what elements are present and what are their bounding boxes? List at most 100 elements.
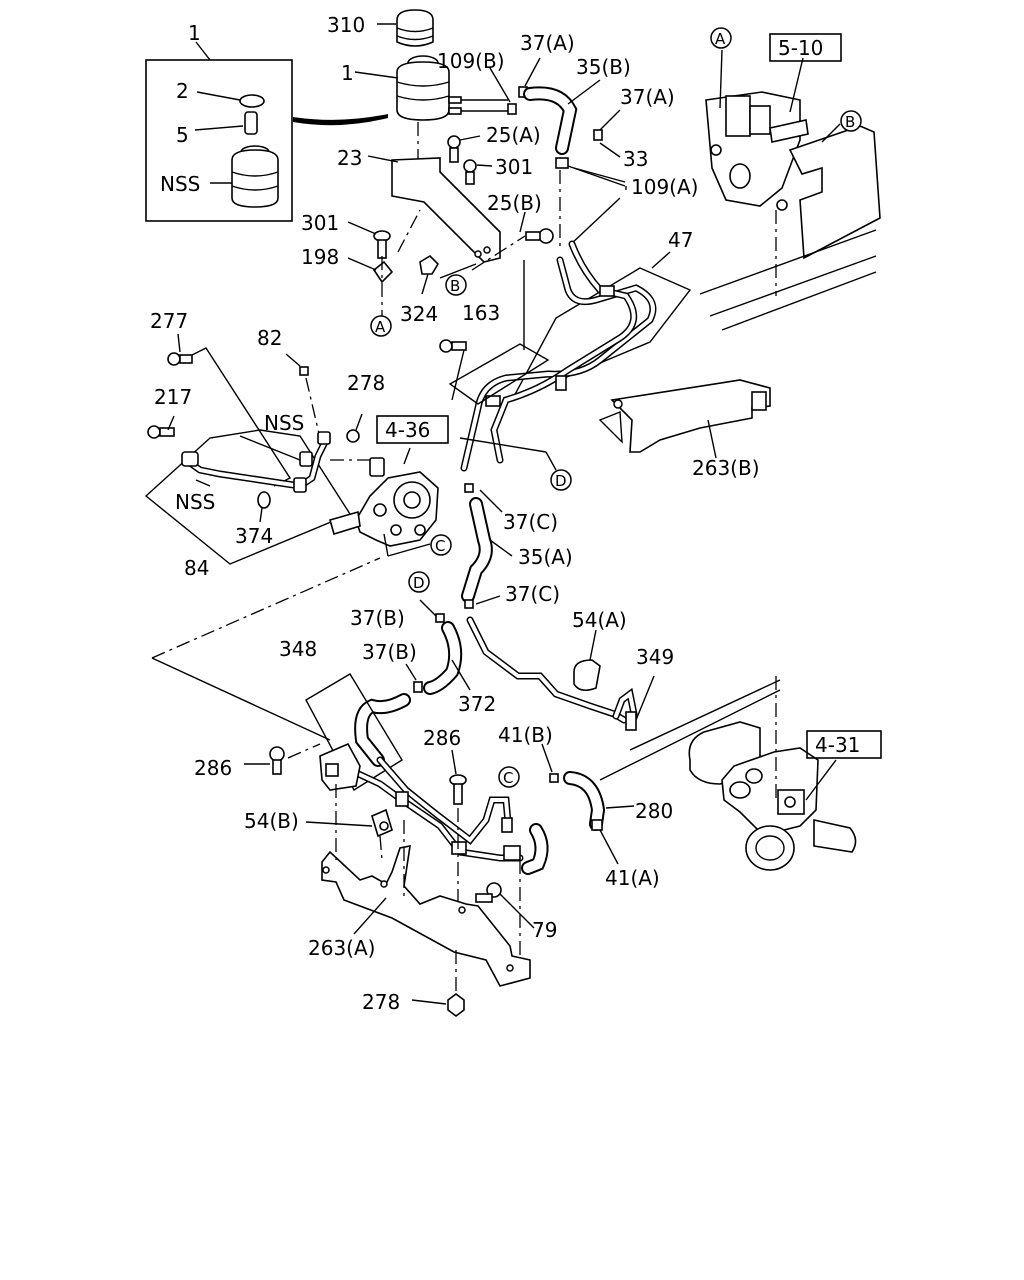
clamp-41b-drawing	[549, 773, 559, 783]
clamp-37b-a-drawing	[435, 613, 445, 623]
label-82: 82	[257, 326, 282, 350]
frame-rail-drawing	[788, 125, 881, 260]
callout-c-lower: C	[498, 766, 520, 788]
label-37a-mid: 37(A)	[620, 85, 675, 109]
callout-d-upper: D	[550, 469, 572, 491]
clamp-37c-a-drawing	[464, 483, 474, 493]
label-109b: 109(B)	[437, 49, 505, 73]
label-263a: 263(A)	[308, 936, 375, 960]
hose-280-drawing	[565, 773, 604, 829]
label-286-middle: 286	[423, 726, 461, 750]
bolt-25a-drawing	[447, 135, 461, 163]
callout-a-bottom: A	[370, 315, 392, 337]
label-41b: 41(B)	[498, 723, 553, 747]
label-374: 374	[235, 524, 273, 548]
label-25a: 25(A)	[486, 123, 541, 147]
svg-text:A: A	[375, 318, 386, 336]
callout-b-top: B	[840, 110, 862, 132]
nut-278-drawing	[447, 993, 465, 1017]
bracket-263a-drawing	[321, 844, 531, 987]
label-217: 217	[154, 385, 192, 409]
label-310: 310	[327, 13, 365, 37]
return-pipe-drawing	[462, 258, 655, 470]
clip-198-drawing	[372, 260, 394, 284]
bolt-163-drawing	[439, 339, 467, 353]
reservoir-nss-drawing	[231, 145, 279, 208]
pressure-pipe-lower-drawing	[348, 768, 522, 860]
ref-4-36: 4-36	[385, 418, 430, 442]
reservoir-inset-frame	[145, 59, 293, 222]
callout-c-pump: C	[430, 534, 452, 556]
label-nss-reservoir: NSS	[160, 172, 200, 196]
label-37b-lower: 37(B)	[362, 640, 417, 664]
label-301-upper: 301	[495, 155, 533, 179]
nut-324-drawing	[419, 254, 440, 275]
inset-pointer-arrow	[293, 114, 388, 126]
svg-text:B: B	[845, 113, 855, 131]
label-35b: 35(B)	[576, 55, 631, 79]
pressure-pipe-drawing	[491, 242, 636, 462]
nut-82-drawing	[299, 366, 309, 376]
reservoir-cap-drawing	[239, 94, 265, 108]
hose-372-drawing	[425, 623, 461, 693]
bracket-263b-drawing	[610, 379, 771, 453]
svg-text:C: C	[435, 537, 445, 555]
reservoir-bracket-drawing	[391, 157, 501, 263]
steering-gear-drawing	[688, 721, 857, 871]
label-37c-lower: 37(C)	[505, 582, 560, 606]
bolt-25b-drawing	[525, 228, 554, 244]
o-ring-374-drawing	[257, 491, 271, 509]
ref-box-5-10	[769, 33, 842, 62]
label-37b-upper: 37(B)	[350, 606, 405, 630]
bolt-286-left-drawing	[269, 746, 285, 775]
ref-box-4-36	[376, 415, 449, 444]
strainer-drawing	[244, 111, 258, 135]
label-23: 23	[337, 146, 362, 170]
label-33: 33	[623, 147, 648, 171]
label-163: 163	[462, 301, 500, 325]
label-280: 280	[635, 799, 673, 823]
label-37c-upper: 37(C)	[503, 510, 558, 534]
clamp-37a-mid-drawing	[593, 129, 603, 141]
clamp-37b-b-drawing	[413, 681, 423, 693]
label-47: 47	[668, 228, 693, 252]
label-109a: 109(A)	[631, 175, 698, 199]
label-1-reservoir: 1	[341, 61, 354, 85]
label-278-upper: 278	[347, 371, 385, 395]
label-5: 5	[176, 123, 189, 147]
hose-348-drawing	[356, 695, 409, 765]
bolt-277-drawing	[167, 352, 193, 366]
svg-text:A: A	[715, 30, 726, 48]
label-324: 324	[400, 302, 438, 326]
clip-54b-drawing	[371, 808, 393, 838]
label-286-left: 286	[194, 756, 232, 780]
reservoir-cover-drawing	[396, 9, 434, 47]
label-263b: 263(B)	[692, 456, 760, 480]
svg-text:D: D	[555, 472, 567, 490]
label-25b: 25(B)	[487, 191, 542, 215]
bolt-301-upper-drawing	[463, 159, 477, 185]
clamp-41a-drawing	[591, 819, 603, 831]
label-84: 84	[184, 556, 209, 580]
label-54a: 54(A)	[572, 608, 627, 632]
label-349: 349	[636, 645, 674, 669]
svg-text:B: B	[450, 277, 460, 295]
clamp-109b-drawing	[507, 103, 517, 115]
label-35a: 35(A)	[518, 545, 573, 569]
hose-35b-drawing	[525, 88, 576, 153]
ref-4-31: 4-31	[815, 733, 860, 757]
bolt-79-drawing	[475, 882, 502, 903]
label-79: 79	[532, 918, 557, 942]
ref-box-4-31	[806, 730, 882, 759]
label-41a: 41(A)	[605, 866, 660, 890]
return-pipe-349-drawing	[468, 618, 626, 722]
label-2: 2	[176, 79, 189, 103]
label-301-lower: 301	[301, 211, 339, 235]
callout-d-lower: D	[408, 571, 430, 593]
ref-5-10: 5-10	[778, 36, 823, 60]
hose-35a-drawing	[463, 499, 491, 601]
reservoir-drawing	[396, 55, 462, 121]
clamp-109a-drawing	[555, 157, 569, 169]
bolt-301-lower-drawing	[373, 230, 391, 259]
